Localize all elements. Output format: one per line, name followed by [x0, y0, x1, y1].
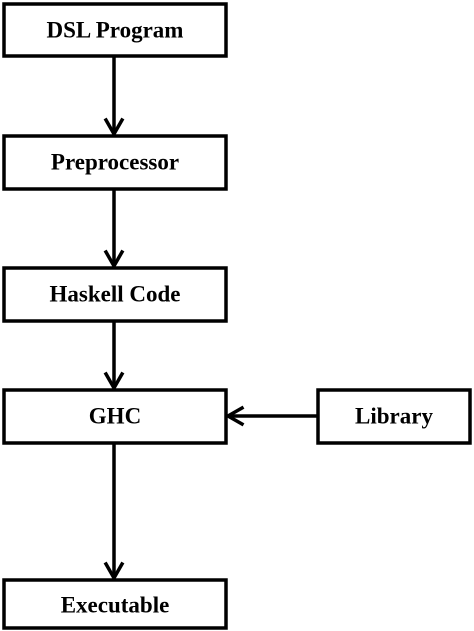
edge-dsl-program-to-preprocessor: [103, 56, 125, 138]
node-box: [2, 134, 228, 191]
node-box: [2, 578, 228, 630]
edge-haskell-code-to-ghc: [103, 321, 125, 392]
edge-library-to-ghc: [224, 405, 318, 427]
node-executable: Executable: [2, 578, 228, 630]
node-library: Library: [316, 388, 472, 445]
edge-ghc-to-executable: [103, 443, 125, 582]
node-dsl-program: DSL Program: [2, 2, 228, 58]
node-label-library: Library: [355, 404, 433, 429]
arrow-head-icon: [103, 249, 125, 270]
node-label-preprocessor: Preprocessor: [51, 150, 179, 175]
edges: [103, 56, 318, 582]
node-haskell-code: Haskell Code: [2, 266, 228, 323]
node-label-dsl-program: DSL Program: [47, 18, 184, 43]
arrow-head-icon: [103, 117, 125, 138]
arrow-head-icon: [103, 561, 125, 582]
node-box: [316, 388, 472, 445]
node-preprocessor: Preprocessor: [2, 134, 228, 191]
node-label-ghc: GHC: [89, 404, 141, 429]
node-box: [2, 266, 228, 323]
node-label-haskell-code: Haskell Code: [50, 282, 181, 307]
edge-preprocessor-to-haskell-code: [103, 189, 125, 270]
node-ghc: GHC: [2, 388, 228, 445]
arrow-head-icon: [103, 371, 125, 392]
arrow-head-icon: [224, 405, 245, 427]
node-box: [2, 388, 228, 445]
node-label-executable: Executable: [61, 593, 170, 618]
node-box: [2, 2, 228, 58]
